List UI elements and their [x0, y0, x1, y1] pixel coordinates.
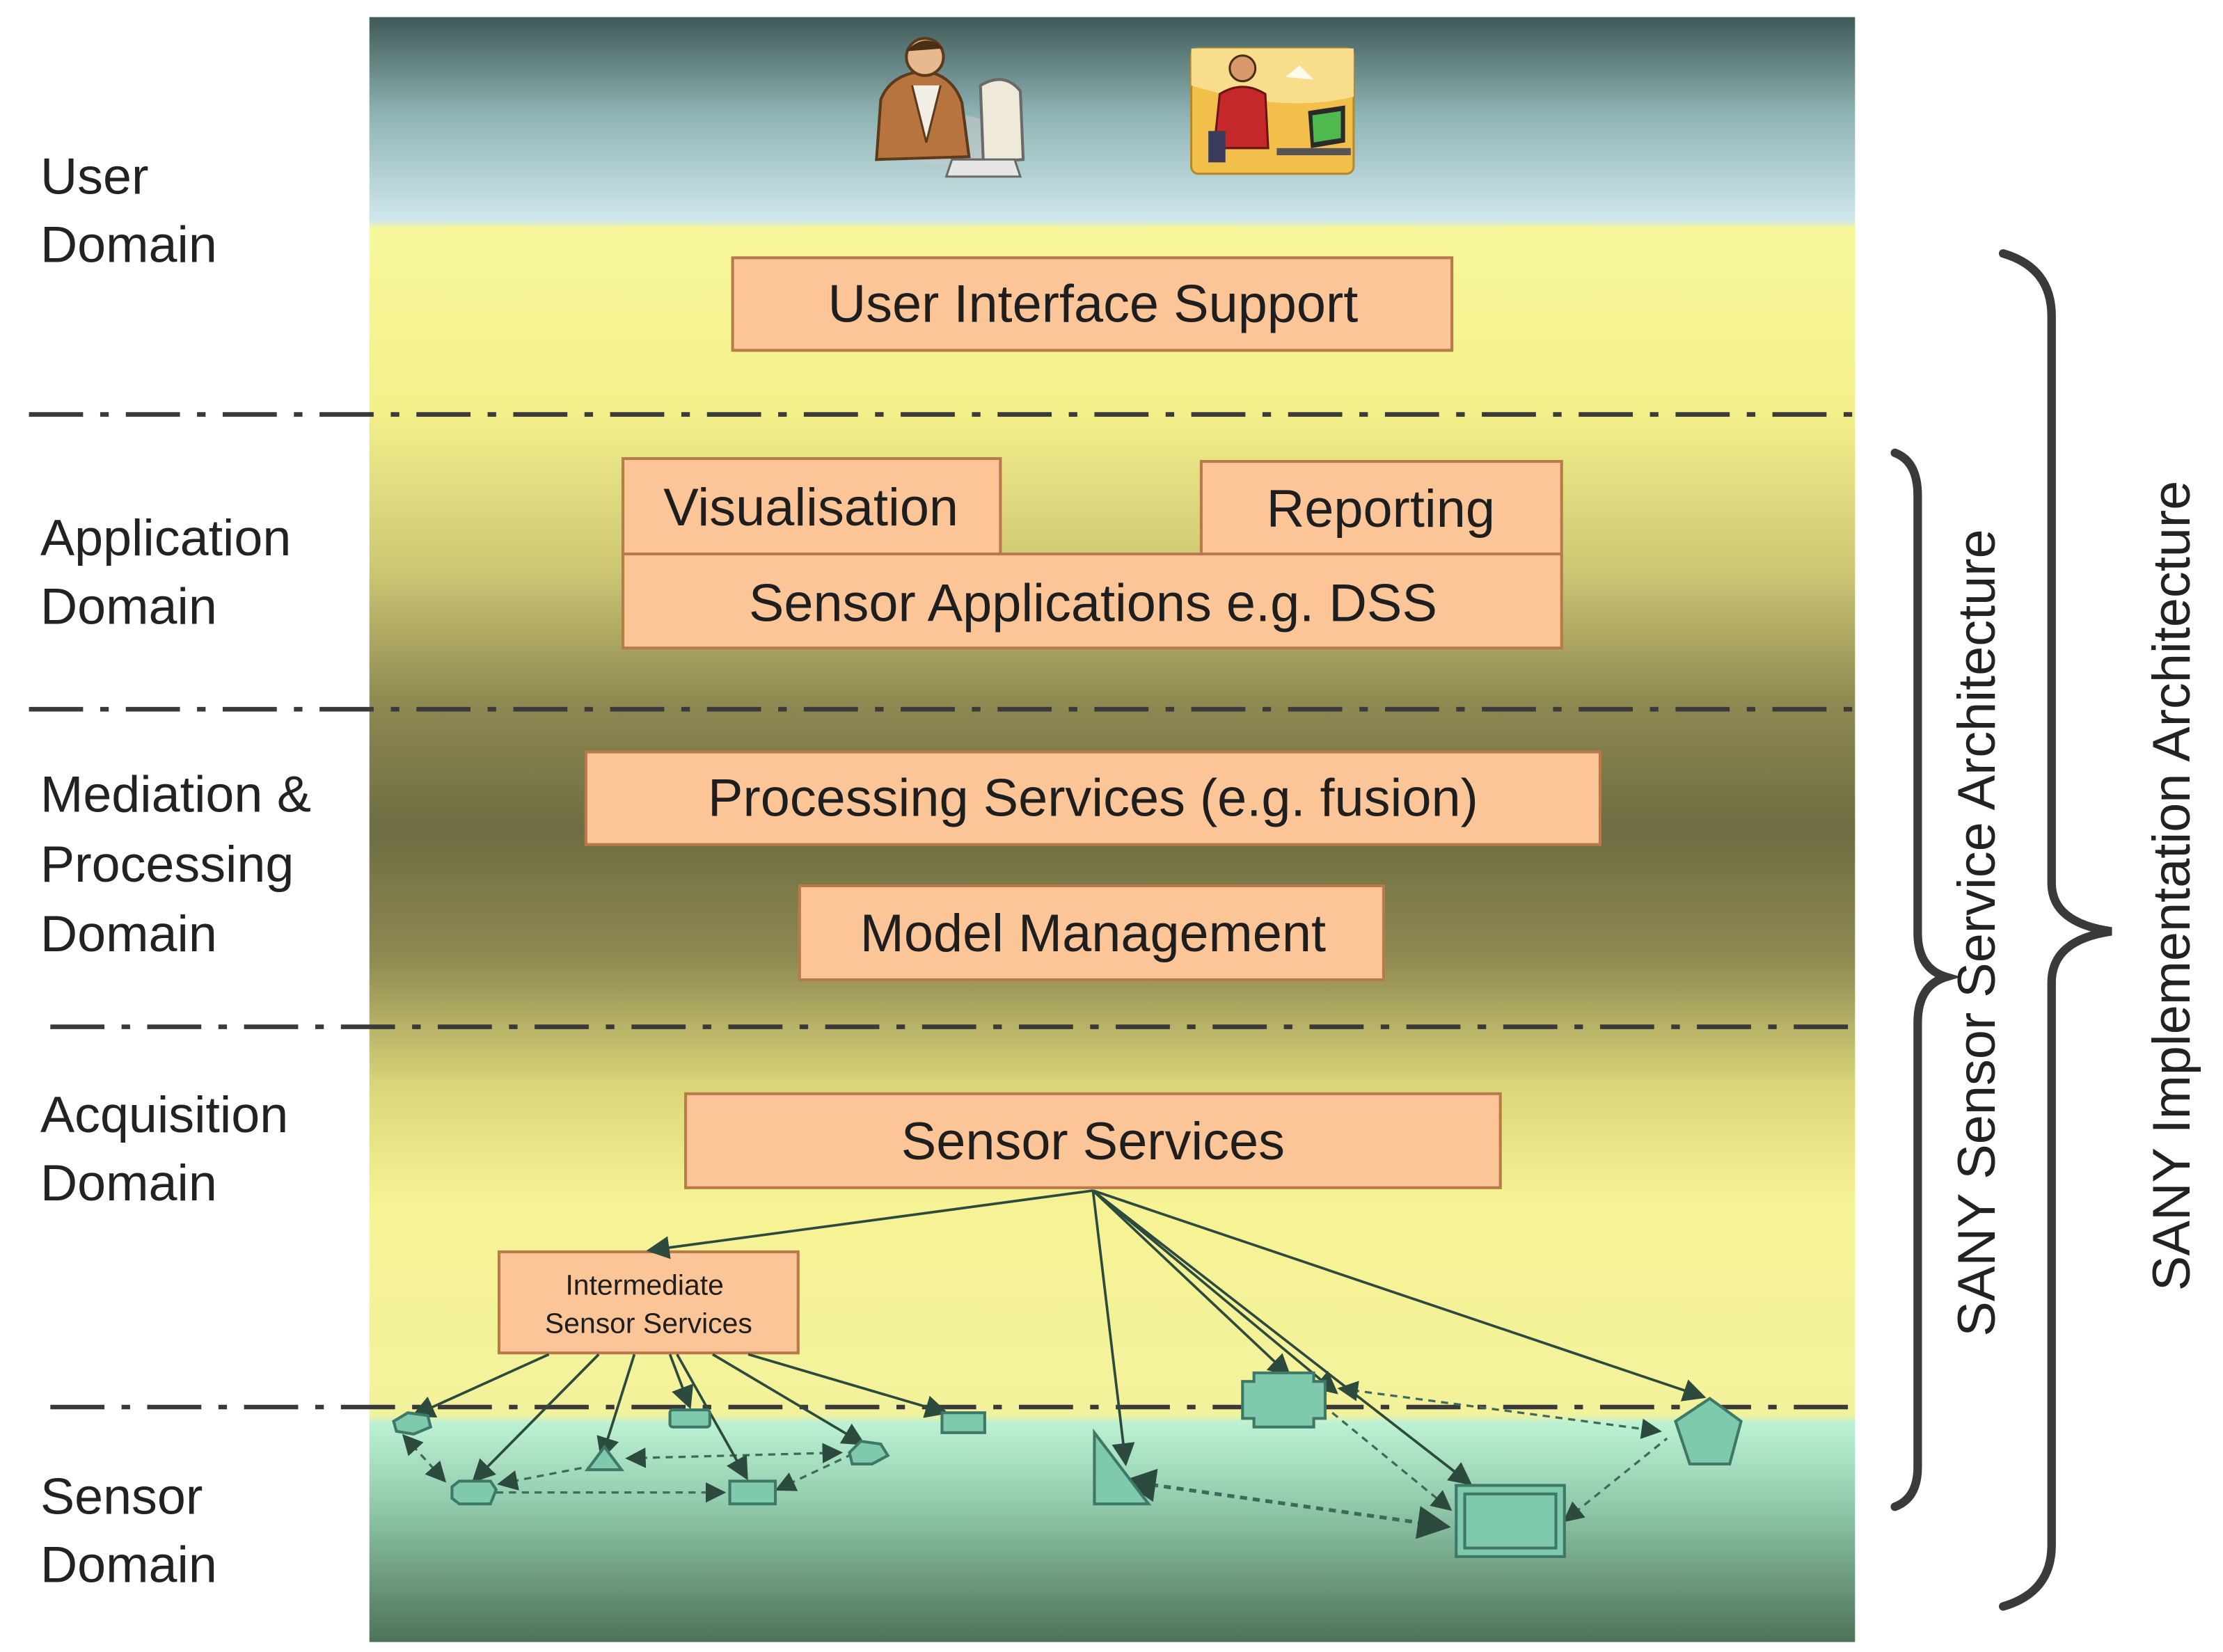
implementation-architecture-brace [1999, 249, 2112, 1611]
sensor-node-icon [1463, 1492, 1558, 1550]
service-arrow [1092, 1189, 1338, 1395]
sensor-applications-box [621, 553, 1563, 650]
sensor-node-icon [1673, 1397, 1743, 1466]
service-arrow [676, 1353, 748, 1481]
visualisation-box [621, 456, 1002, 556]
domain-label-line: Domain [40, 905, 217, 962]
processing-services-box [584, 750, 1602, 846]
sensor-node-icon [392, 1411, 433, 1436]
service-arrow [668, 1353, 694, 1410]
domain-label-line: Sensor [40, 1467, 203, 1525]
model-management-box [798, 884, 1385, 982]
sensor-node-icon [1241, 1371, 1327, 1429]
intermediate-sensor-services-box [497, 1250, 800, 1355]
intermediate-sensor-services-label: Intermediate Sensor Services [545, 1269, 752, 1339]
domain-label-mediation: Mediation & Processing Domain [40, 765, 325, 963]
service-arrow [712, 1353, 866, 1445]
service-arrow [411, 1353, 550, 1418]
processing-services-label: Processing Services (e.g. fusion) [708, 769, 1478, 828]
domain-label-line: Domain [40, 216, 217, 273]
sensor-link [775, 1454, 851, 1491]
service-arrow [596, 1353, 636, 1461]
domain-label-line: Domain [40, 577, 217, 635]
domain-label-application: Application Domain [40, 509, 306, 635]
user-with-laptop-icon [1190, 47, 1355, 175]
sensor-node-icon [728, 1479, 777, 1506]
sensor-link [1563, 1437, 1668, 1523]
service-boxes [497, 256, 1602, 1355]
sensor-applications-label: Sensor Applications e.g. DSS [749, 573, 1437, 633]
sensor-link [497, 1466, 588, 1491]
architecture-braces [1890, 249, 2112, 1611]
intermediate-label-line: Sensor Services [545, 1308, 752, 1340]
user-at-desk-icon [875, 37, 1025, 178]
domain-labels: User Domain Application Domain Mediation… [40, 147, 325, 1593]
sensor-service-architecture-label: SANY Sensor Service Architecture [1947, 529, 2007, 1336]
service-box-labels: User Interface Support Visualisation Rep… [545, 275, 1495, 1340]
intermediate-label-line: Intermediate [565, 1269, 723, 1301]
sensor-node-icon [1093, 1428, 1152, 1506]
domain-label-user: User Domain [40, 147, 217, 273]
sensor-node-icon [668, 1408, 711, 1429]
domain-label-sensor: Sensor Domain [40, 1467, 217, 1593]
sensor-node-icon [940, 1411, 986, 1434]
model-management-label: Model Management [860, 904, 1326, 963]
service-arrow [1092, 1189, 1707, 1401]
domain-label-line: Acquisition [40, 1086, 288, 1143]
sensor-node-icon [584, 1444, 625, 1472]
sensor-services-box [684, 1092, 1502, 1189]
domain-label-acquisition: Acquisition Domain [40, 1086, 303, 1212]
sensor-nodes [392, 1371, 1743, 1558]
service-arrows [411, 1189, 1707, 1486]
domain-label-line: Processing [40, 835, 294, 893]
domain-label-line: Domain [40, 1536, 217, 1594]
user-interface-support-label: User Interface Support [828, 275, 1359, 334]
sensor-node-icon [450, 1479, 498, 1506]
reporting-box [1199, 460, 1563, 557]
sensor-link [1122, 1468, 1451, 1539]
sensor-node-icon [848, 1439, 890, 1466]
domain-label-line: Mediation & [40, 765, 311, 823]
service-arrow [1092, 1189, 1473, 1486]
service-arrow [747, 1353, 949, 1418]
sensor-node-icon [1455, 1484, 1566, 1558]
visualisation-label: Visualisation [663, 478, 958, 537]
sensor-services-label: Sensor Services [901, 1112, 1285, 1171]
domain-label-line: User [40, 147, 149, 205]
sensor-link [1337, 1381, 1662, 1439]
domain-label-line: Application [40, 509, 291, 566]
reporting-label: Reporting [1267, 479, 1495, 539]
service-arrow [1091, 1190, 1135, 1467]
user-interface-support-box [731, 256, 1454, 352]
domain-label-line: Domain [40, 1154, 217, 1212]
sensor-service-architecture-brace [1890, 448, 1961, 1511]
implementation-architecture-label: SANY Implementation Architecture [2142, 481, 2201, 1291]
sensor-link [402, 1433, 447, 1483]
service-arrow [471, 1353, 600, 1483]
service-arrow [1092, 1189, 1292, 1378]
service-arrow [646, 1189, 1093, 1260]
